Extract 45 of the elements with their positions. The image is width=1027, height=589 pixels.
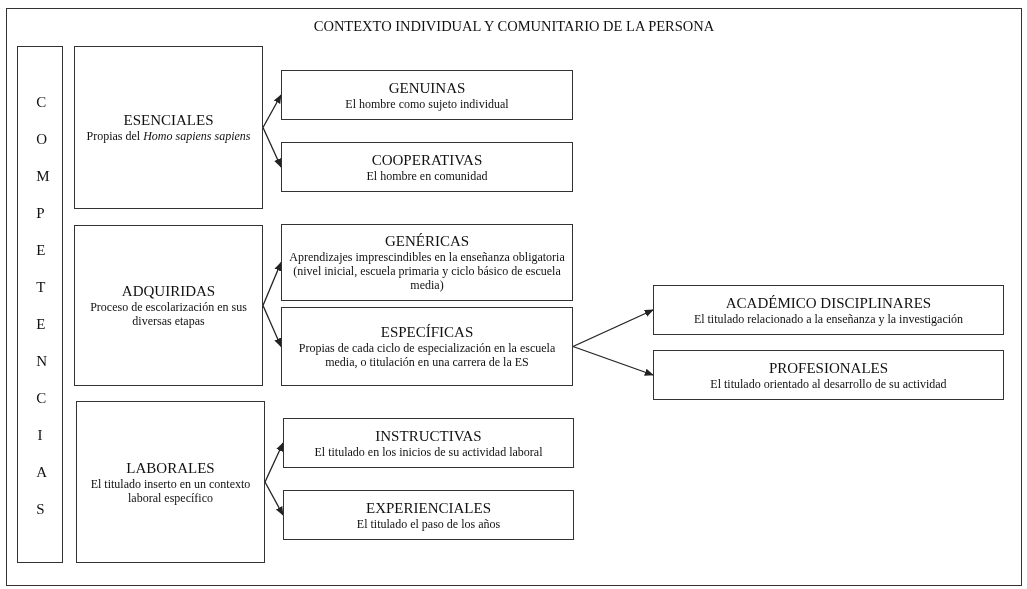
- arrow: [572, 345, 654, 376]
- category-box: [74, 225, 263, 386]
- box-heading: ADQUIRIDAS: [121, 283, 216, 300]
- box-heading: ACADÉMICO DISCIPLINARES: [725, 294, 932, 312]
- outer-frame: [6, 8, 1022, 586]
- category-box: [74, 46, 263, 209]
- arrow: [262, 261, 282, 307]
- subcategory-box: [281, 307, 573, 386]
- arrow: [572, 309, 654, 348]
- arrow: [262, 304, 282, 348]
- box-description: El hombre en comunidad: [366, 168, 488, 183]
- box-description: El hombre como sujeto individual: [345, 96, 509, 111]
- box-description: El titulado en los inicios de su actividad laboral: [314, 444, 543, 459]
- subcategory-box: [281, 224, 573, 301]
- category-box: [76, 401, 265, 563]
- box-description: Propias del Homo sapiens sapiens: [86, 129, 251, 143]
- arrow: [264, 442, 284, 483]
- box-heading: GENÉRICAS: [384, 233, 470, 250]
- box-heading: ESENCIALES: [123, 112, 214, 129]
- subcategory-box: [283, 418, 574, 468]
- box-heading: COMPETENCIAS: [36, 93, 52, 519]
- box-heading: EXPERIENCIALES: [366, 499, 491, 517]
- vertical-label-box: [17, 46, 63, 563]
- box-description: El titulado inserto en un contexto laboral específico: [89, 476, 252, 505]
- frame-heading: CONTEXTO INDIVIDUAL Y COMUNITARIO DE LA PERSONA: [313, 18, 715, 35]
- subcategory-box: [653, 285, 1004, 335]
- subcategory-box: [281, 70, 573, 120]
- subcategory-box: [281, 142, 573, 192]
- box-description: Proceso de escolarización en sus diversas etapas: [89, 300, 248, 328]
- arrow: [264, 481, 284, 516]
- box-heading: LABORALES: [126, 459, 215, 477]
- box-heading: INSTRUCTIVAS: [375, 427, 482, 445]
- box-heading: PROFESIONALES: [768, 359, 889, 377]
- arrow: [262, 94, 282, 129]
- box-description: Aprendizajes imprescindibles en la enseñanza obligatoria (nivel inicial, escuela primaria y ciclo básico de escuela media): [288, 250, 566, 292]
- box-heading: GENUINAS: [388, 79, 466, 97]
- arrow: [262, 126, 282, 168]
- box-description: El titulado orientado al desarrollo de su actividad: [710, 376, 947, 391]
- box-description: El titulado el paso de los años: [356, 516, 501, 531]
- box-heading: COOPERATIVAS: [371, 151, 483, 169]
- subcategory-box: [653, 350, 1004, 400]
- subcategory-box: [283, 490, 574, 540]
- box-description: Propias de cada ciclo de especialización en la escuela media, o titulación en una carrera de la ES: [297, 341, 557, 369]
- box-description: El titulado relacionado a la enseñanza y la investigación: [693, 311, 964, 326]
- box-heading: ESPECÍFICAS: [380, 324, 474, 341]
